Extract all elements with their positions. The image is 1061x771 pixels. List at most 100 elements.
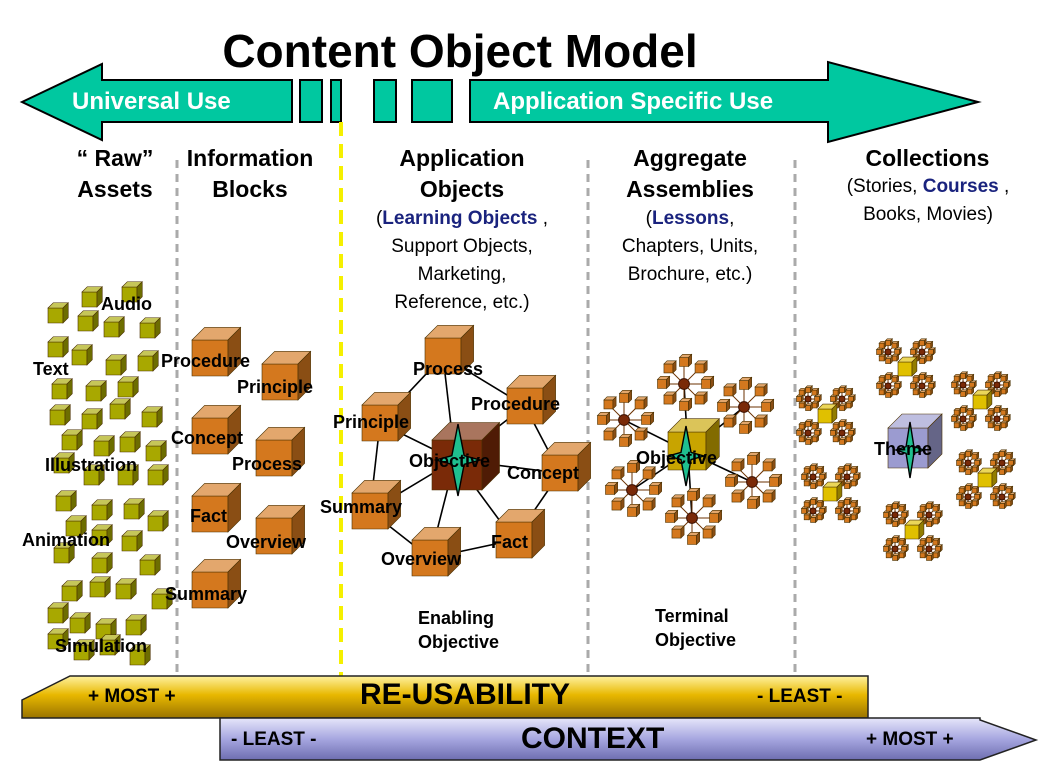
asset-cube-20 (119, 431, 141, 453)
aggregate-flower-2 (716, 376, 775, 435)
asset-cube-1 (81, 286, 103, 308)
aggregate-flower-4 (724, 451, 783, 510)
collections-title: Collections (820, 143, 1035, 174)
asset-cube-4 (77, 310, 99, 332)
asset-cube-34 (91, 552, 113, 574)
asset-cube-32 (121, 530, 143, 552)
aggregate-sub-line2: Chapters, Units, (621, 236, 759, 257)
aggregate-sub-line3: Brochure, etc.) (627, 264, 753, 285)
asset-cube-13 (117, 376, 139, 398)
app-object-cube-6 (495, 508, 546, 559)
asset-cube-30 (65, 515, 87, 537)
collection-mini-flower-3-2 (795, 418, 823, 446)
application-objects-examples: (Learning Objects , Support Objects, Mar… (352, 205, 572, 317)
collection-mini-flower-1-1 (909, 371, 936, 399)
aggregate-assemblies-title: Aggregate Assemblies (595, 143, 785, 205)
block-label-summary: Summary (165, 584, 248, 604)
collection-mini-flower-4-2 (955, 482, 983, 510)
asset-label-animation: Animation (22, 530, 110, 550)
application-object-network (351, 324, 592, 577)
asset-cube-9 (105, 354, 127, 376)
collection-mini-flower-6-3 (882, 501, 910, 528)
information-block-cubes (191, 326, 312, 609)
aggregate-assemblies-examples: (Lessons, Chapters, Units, Brochure, etc… (595, 205, 785, 289)
asset-cube-28 (123, 498, 145, 520)
raw-assets-title: “ Raw” Assets (40, 143, 190, 205)
asset-cube-27 (91, 499, 113, 521)
asset-cube-16 (109, 398, 131, 420)
collections-title-line1: Collections (865, 145, 990, 171)
asset-cube-12 (85, 380, 107, 402)
asset-cube-39 (151, 588, 173, 610)
asset-cube-19 (93, 435, 115, 457)
info-block-cube-3 (191, 404, 242, 455)
asset-cube-10 (137, 350, 159, 372)
asset-cube-29 (147, 510, 169, 532)
collection-mini-flower-2-1 (984, 404, 1011, 432)
asset-cube-8 (71, 344, 93, 366)
aggregate-assembly-cluster (596, 353, 783, 546)
block-label-overview: Overview (226, 532, 307, 552)
application-objects-title-line1: Application (399, 145, 525, 171)
collection-mini-flower-3-1 (829, 418, 856, 446)
aggregate-flower-1 (656, 353, 715, 412)
reusability-bar (21, 675, 869, 719)
info-block-cube-1 (191, 326, 242, 377)
asset-cube-7 (47, 336, 69, 358)
asset-cube-2 (121, 281, 143, 303)
lessons-highlight: Lessons (651, 208, 730, 229)
asset-cube-33 (53, 542, 75, 564)
collections-examples: (Stories, Courses , Books, Movies) (818, 173, 1038, 229)
collection-mini-flower-5-4 (834, 463, 861, 490)
information-blocks-title: Information Blocks (170, 143, 330, 205)
collection-mini-flower-3-3 (795, 385, 823, 412)
app-object-cube-4 (541, 441, 592, 492)
transition-block-3 (373, 79, 397, 123)
information-blocks-title-line2: Blocks (212, 176, 288, 202)
context-title: CONTEXT (521, 722, 665, 755)
collection-mini-flower-2-3 (950, 371, 978, 398)
asset-cube-35 (139, 554, 161, 576)
collection-mini-flower-2-2 (950, 404, 978, 432)
app-label-concept: Concept (507, 463, 579, 483)
asset-cube-44 (47, 628, 69, 650)
asset-cube-37 (89, 576, 111, 598)
asset-cube-43 (125, 614, 147, 636)
aggregate-sub-line1: (Lessons, (645, 208, 735, 229)
app-label-summary: Summary (320, 497, 403, 517)
application-objects-title: Application Objects (362, 143, 562, 205)
app-label-process: Process (413, 359, 484, 379)
top-double-arrow (19, 60, 982, 144)
info-block-cube-5 (191, 482, 242, 533)
asset-cube-40 (47, 602, 69, 624)
asset-label-audio: Audio (101, 294, 152, 314)
raw-assets-title-line2: Assets (77, 176, 153, 202)
terminal-objective-caption: Terminal Objective (655, 604, 736, 652)
asset-cube-26 (55, 490, 77, 512)
collection-mini-flower-5-2 (800, 496, 828, 524)
enabling-objective-star-icon (433, 423, 483, 497)
block-label-fact: Fact (190, 506, 228, 526)
asset-cube-25 (147, 464, 169, 486)
application-objects-sub-line1: (Learning Objects , (375, 208, 549, 229)
app-object-cube-1 (424, 324, 475, 375)
info-block-cube-6 (255, 504, 306, 555)
reusability-title: RE-USABILITY (360, 678, 570, 711)
courses-highlight: Courses (922, 176, 999, 197)
collections-sub-line2: Books, Movies) (863, 204, 993, 225)
transition-block-2 (330, 79, 342, 123)
aggregate-flower-5 (604, 459, 663, 518)
collection-mini-flower-6-4 (916, 501, 943, 528)
reusability-most-label: + MOST + (88, 686, 176, 707)
enabling-objective-line2: Objective (418, 632, 500, 652)
context-least-label: - LEAST - (231, 729, 317, 750)
collections-sub-line1: (Stories, Courses , (846, 176, 1010, 197)
collection-theme-star-icon (893, 421, 927, 479)
collection-group-6 (882, 501, 943, 562)
terminal-objective-line1: Terminal (655, 606, 729, 626)
aggregate-flower-3 (596, 389, 655, 448)
collection-group-3 (795, 385, 856, 446)
block-label-principle: Principle (237, 377, 314, 397)
collection-group-4 (955, 449, 1016, 510)
